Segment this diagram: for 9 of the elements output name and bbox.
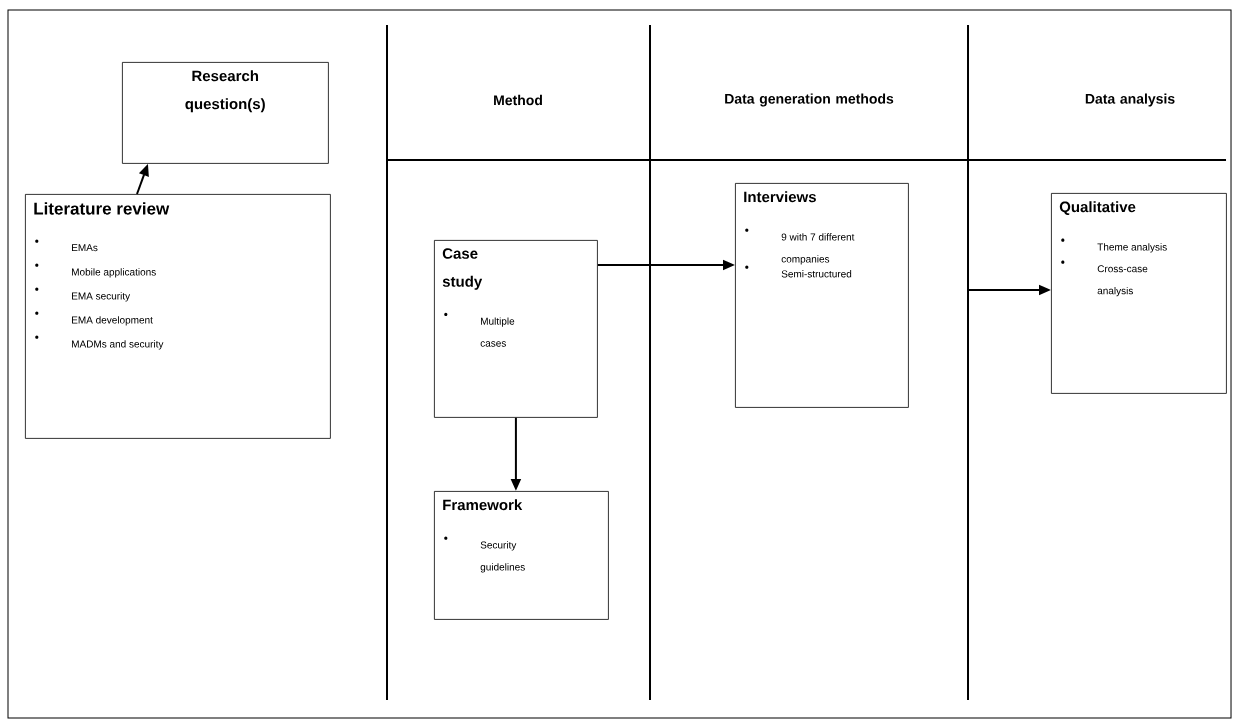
column-header: Method bbox=[494, 94, 542, 106]
process-box: Interviews 9 with 7 different companies Semi-structured bbox=[735, 183, 909, 408]
process-box: Literature review EMAs Mobile applications EMA security EMA development MADMs and security bbox=[25, 194, 331, 439]
process-box: Qualitative Theme analysis Cross-case analysis bbox=[1051, 193, 1227, 394]
process-box: Framework Security guidelines bbox=[434, 491, 609, 620]
process-box: Research question(s) bbox=[122, 62, 329, 164]
column-header: Data analysis bbox=[1085, 93, 1175, 107]
process-box: Case study Multiple cases bbox=[434, 240, 598, 418]
column-header: Data generation methods bbox=[725, 93, 894, 107]
